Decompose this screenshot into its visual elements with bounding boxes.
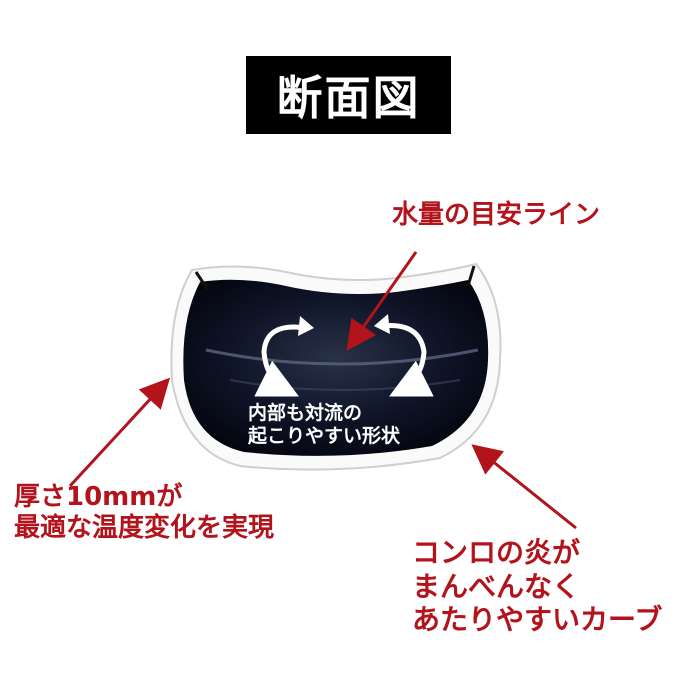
convection-arrow-right [381,323,434,397]
water-line [205,348,479,366]
convection-text-1: 内部も対流の [248,402,363,424]
thickness-text-2: 最適な温度変化を実現 [14,513,275,544]
thickness-label: 厚さ10mmが 最適な温度変化を実現 [14,482,274,544]
title-badge: 断面図 [246,56,451,134]
flame-curve-label: コンロの炎が まんべんなく あたりやすいカーブ [412,536,662,637]
pot-rim-left [194,271,210,291]
convection-arrow-right-head [374,314,390,334]
convection-arrow-left [254,324,307,397]
flame-text-1: コンロの炎が [412,536,581,569]
pot-rim-right [466,265,476,287]
page-title: 断面図 [276,71,421,125]
convection-arrow-left-head [298,316,314,336]
thickness-arrow [68,377,171,488]
water-line-text: 水量の目安ライン [392,200,601,230]
thickness-text-1: 厚さ10mmが [14,482,183,512]
convection-label: 内部も対流の 起こりやすい形状 [248,402,400,448]
water-line-arrow [346,251,418,351]
flame-text-2: まんべんなく [412,569,581,603]
flame-text-3: あたりやすいカーブ [412,603,663,637]
convection-text-2: 起こりやすい形状 [248,424,401,447]
water-line-label: 水量の目安ライン [392,200,600,231]
flame-curve-arrow [471,444,577,530]
pot-interior [183,279,489,456]
